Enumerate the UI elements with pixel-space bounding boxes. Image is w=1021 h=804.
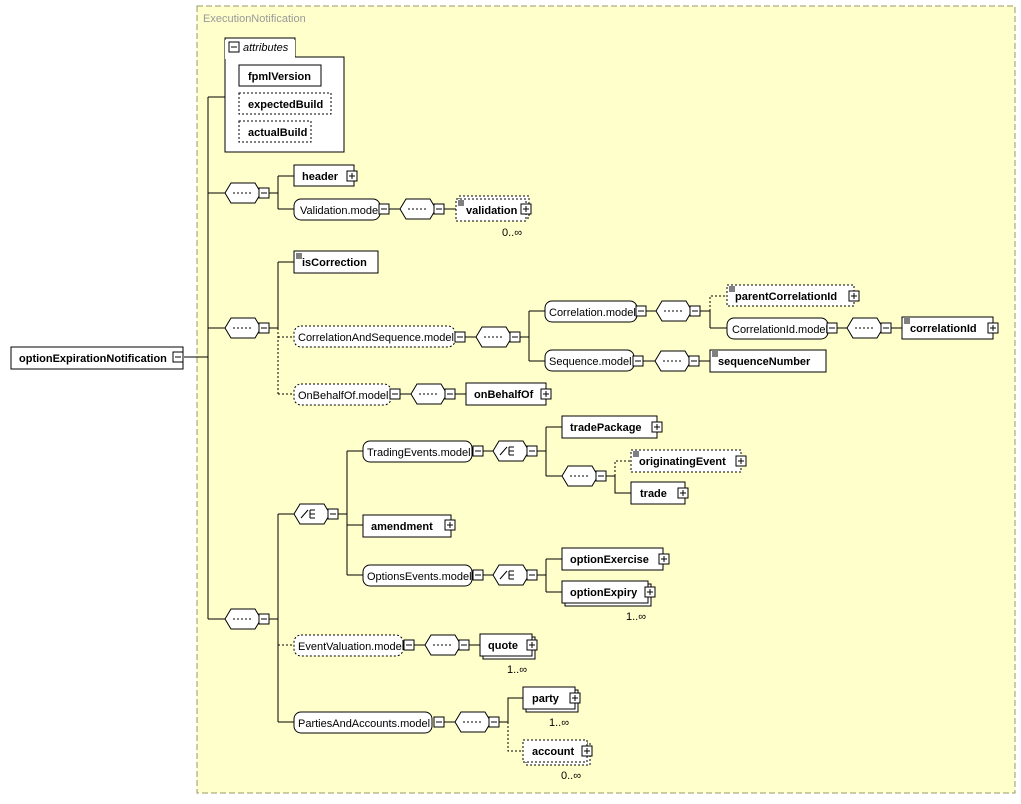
element-parentCorrelationId[interactable]: parentCorrelationId bbox=[726, 284, 860, 307]
partiesAccounts-model-label: PartiesAndAccounts.model bbox=[298, 718, 430, 730]
quote-label: quote bbox=[488, 640, 518, 652]
attr-actualBuild: actualBuild bbox=[248, 127, 307, 139]
originatingEvent-label: originatingEvent bbox=[639, 456, 726, 468]
attributes-tab-label: attributes bbox=[243, 42, 289, 54]
sequence-model-label: Sequence.model bbox=[549, 356, 632, 368]
model-onBehalfOf[interactable]: OnBehalfOf.model bbox=[293, 383, 401, 406]
element-onBehalfOf[interactable]: onBehalfOf bbox=[465, 382, 552, 406]
model-eventValuation[interactable]: EventValuation.model bbox=[293, 634, 415, 657]
choice-compositor bbox=[492, 440, 538, 462]
element-optionExpiry[interactable]: optionExpiry 1..∞ bbox=[561, 580, 656, 623]
sequence-compositor bbox=[561, 465, 607, 487]
corr-seq-model-label: CorrelationAndSequence.model bbox=[298, 332, 454, 344]
correlation-model-label: Correlation.model bbox=[549, 307, 636, 319]
model-validation[interactable]: Validation.model bbox=[293, 198, 390, 221]
validation-model-label: Validation.model bbox=[300, 205, 381, 217]
sequence-compositor bbox=[475, 326, 521, 348]
header-label: header bbox=[302, 171, 339, 183]
parentCorrelationId-label: parentCorrelationId bbox=[735, 291, 837, 303]
correlationId-model-label: CorrelationId.model bbox=[732, 324, 828, 336]
sequenceNumber-label: sequenceNumber bbox=[718, 356, 811, 368]
element-isCorrection[interactable]: isCorrection bbox=[293, 250, 379, 274]
attr-fpmlVersion: fpmlVersion bbox=[248, 71, 311, 83]
sequence-compositor bbox=[224, 317, 270, 339]
quote-cardinality: 1..∞ bbox=[507, 664, 527, 676]
attributes-box: attributes fpmlVersion expectedBuild act… bbox=[224, 37, 345, 153]
attr-expectedBuild: expectedBuild bbox=[248, 99, 323, 111]
account-cardinality: 0..∞ bbox=[561, 770, 581, 782]
element-originatingEvent[interactable]: originatingEvent bbox=[630, 449, 747, 473]
validation-label: validation bbox=[466, 205, 518, 217]
onBehalfOf-label: onBehalfOf bbox=[474, 389, 534, 401]
optionsEvents-model-label: OptionsEvents.model bbox=[367, 571, 472, 583]
party-cardinality: 1..∞ bbox=[549, 717, 569, 729]
sequence-compositor bbox=[655, 300, 701, 322]
eventValuation-model-label: EventValuation.model bbox=[298, 641, 404, 653]
root-element[interactable]: optionExpirationNotification bbox=[10, 346, 184, 370]
element-correlationId[interactable]: correlationId bbox=[901, 316, 999, 340]
tradePackage-label: tradePackage bbox=[570, 422, 642, 434]
correlationId-label: correlationId bbox=[910, 323, 977, 335]
sequence-compositor bbox=[654, 350, 700, 372]
party-label: party bbox=[532, 693, 560, 705]
element-trade[interactable]: trade bbox=[630, 481, 689, 505]
optionExercise-label: optionExercise bbox=[570, 554, 649, 566]
model-partiesAndAccounts[interactable]: PartiesAndAccounts.model bbox=[293, 711, 445, 734]
amendment-label: amendment bbox=[371, 521, 433, 533]
validation-cardinality: 0..∞ bbox=[502, 227, 522, 239]
element-quote[interactable]: quote 1..∞ bbox=[479, 633, 538, 676]
element-sequenceNumber[interactable]: sequenceNumber bbox=[709, 349, 827, 373]
optionExpiry-cardinality: 1..∞ bbox=[626, 611, 646, 623]
element-validation[interactable]: validation 0..∞ bbox=[455, 195, 532, 239]
sequence-compositor bbox=[399, 198, 445, 220]
optionExpiry-label: optionExpiry bbox=[570, 587, 638, 599]
content-mark-icons bbox=[296, 200, 910, 457]
model-tradingEvents[interactable]: TradingEvents.model bbox=[362, 440, 484, 463]
model-correlation-and-sequence[interactable]: CorrelationAndSequence.model bbox=[293, 325, 466, 348]
choice-compositor bbox=[293, 503, 339, 525]
model-correlation[interactable]: Correlation.model bbox=[544, 300, 647, 323]
account-label: account bbox=[532, 746, 575, 758]
model-optionsEvents[interactable]: OptionsEvents.model bbox=[362, 564, 484, 587]
model-sequence[interactable]: Sequence.model bbox=[544, 349, 644, 372]
element-amendment[interactable]: amendment bbox=[362, 514, 456, 538]
element-header[interactable]: header bbox=[293, 164, 358, 187]
onBehalfOf-model-label: OnBehalfOf.model bbox=[298, 390, 389, 402]
element-tradePackage[interactable]: tradePackage bbox=[561, 415, 663, 439]
element-account[interactable]: account 0..∞ bbox=[522, 739, 593, 782]
model-correlationId[interactable]: CorrelationId.model bbox=[726, 317, 838, 340]
group-label: ExecutionNotification bbox=[203, 13, 306, 25]
element-party[interactable]: party 1..∞ bbox=[522, 686, 581, 729]
isCorrection-label: isCorrection bbox=[302, 257, 367, 269]
root-label: optionExpirationNotification bbox=[19, 353, 167, 365]
sequence-compositor bbox=[454, 711, 500, 733]
tradingEvents-model-label: TradingEvents.model bbox=[367, 447, 471, 459]
sequence-compositor bbox=[846, 317, 892, 339]
element-optionExercise[interactable]: optionExercise bbox=[561, 547, 670, 571]
trade-label: trade bbox=[640, 488, 667, 500]
